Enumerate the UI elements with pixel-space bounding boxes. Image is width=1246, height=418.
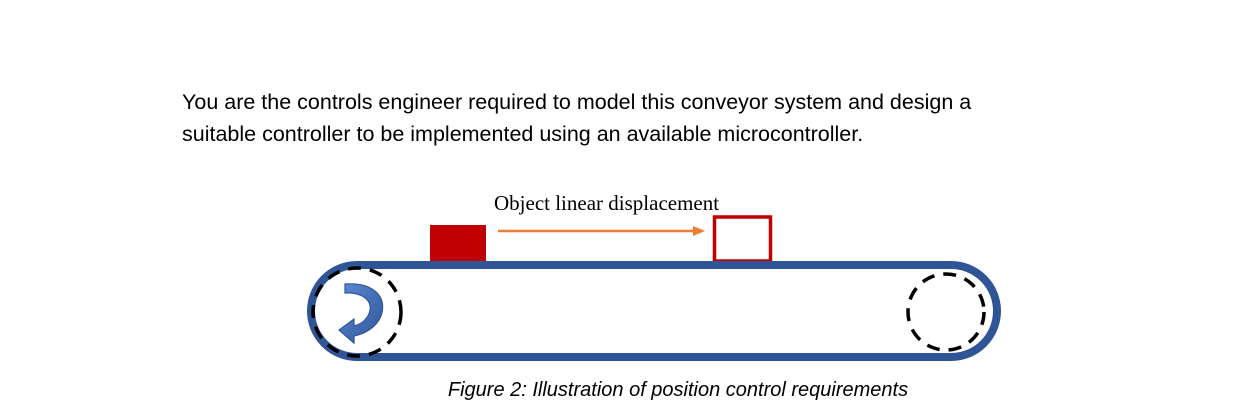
right-roller — [906, 272, 986, 352]
body-paragraph: You are the controls engineer required t… — [182, 86, 1122, 150]
conveyor-belt — [307, 261, 1001, 361]
rotation-arrow-icon — [338, 283, 384, 345]
object-target-block — [712, 215, 773, 263]
paragraph-line-1: You are the controls engineer required t… — [182, 90, 972, 114]
displacement-label: Object linear displacement — [494, 191, 719, 215]
left-roller — [311, 266, 403, 358]
paragraph-line-2: suitable controller to be implemented us… — [182, 122, 864, 146]
object-start-block — [430, 225, 486, 262]
figure-caption: Figure 2: Illustration of position contr… — [447, 379, 909, 401]
